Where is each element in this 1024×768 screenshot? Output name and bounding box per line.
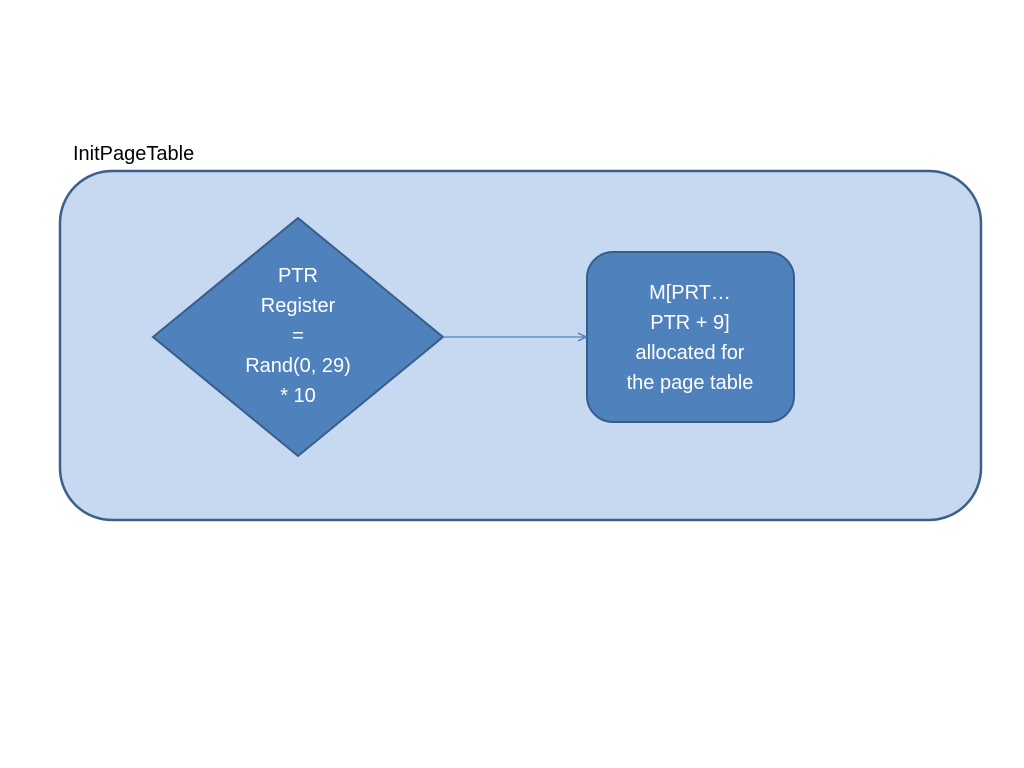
process-line: allocated for bbox=[635, 342, 745, 364]
process-line: PTR + 9] bbox=[650, 312, 730, 334]
decision-line: PTR bbox=[278, 265, 318, 287]
decision-label: PTR Register = Rand(0, 29) * 10 bbox=[208, 261, 388, 411]
group-title: InitPageTable bbox=[73, 143, 195, 165]
decision-diamond bbox=[151, 216, 445, 458]
decision-line: * 10 bbox=[280, 385, 316, 407]
process-box bbox=[586, 251, 795, 423]
process-line: M[PRT… bbox=[649, 282, 731, 304]
decision-line: = bbox=[292, 325, 304, 347]
process-line: the page table bbox=[626, 372, 754, 394]
decision-line: Rand(0, 29) bbox=[245, 355, 351, 377]
process-label: M[PRT… PTR + 9] allocated for the page t… bbox=[590, 278, 790, 398]
decision-line: Register bbox=[260, 295, 336, 317]
